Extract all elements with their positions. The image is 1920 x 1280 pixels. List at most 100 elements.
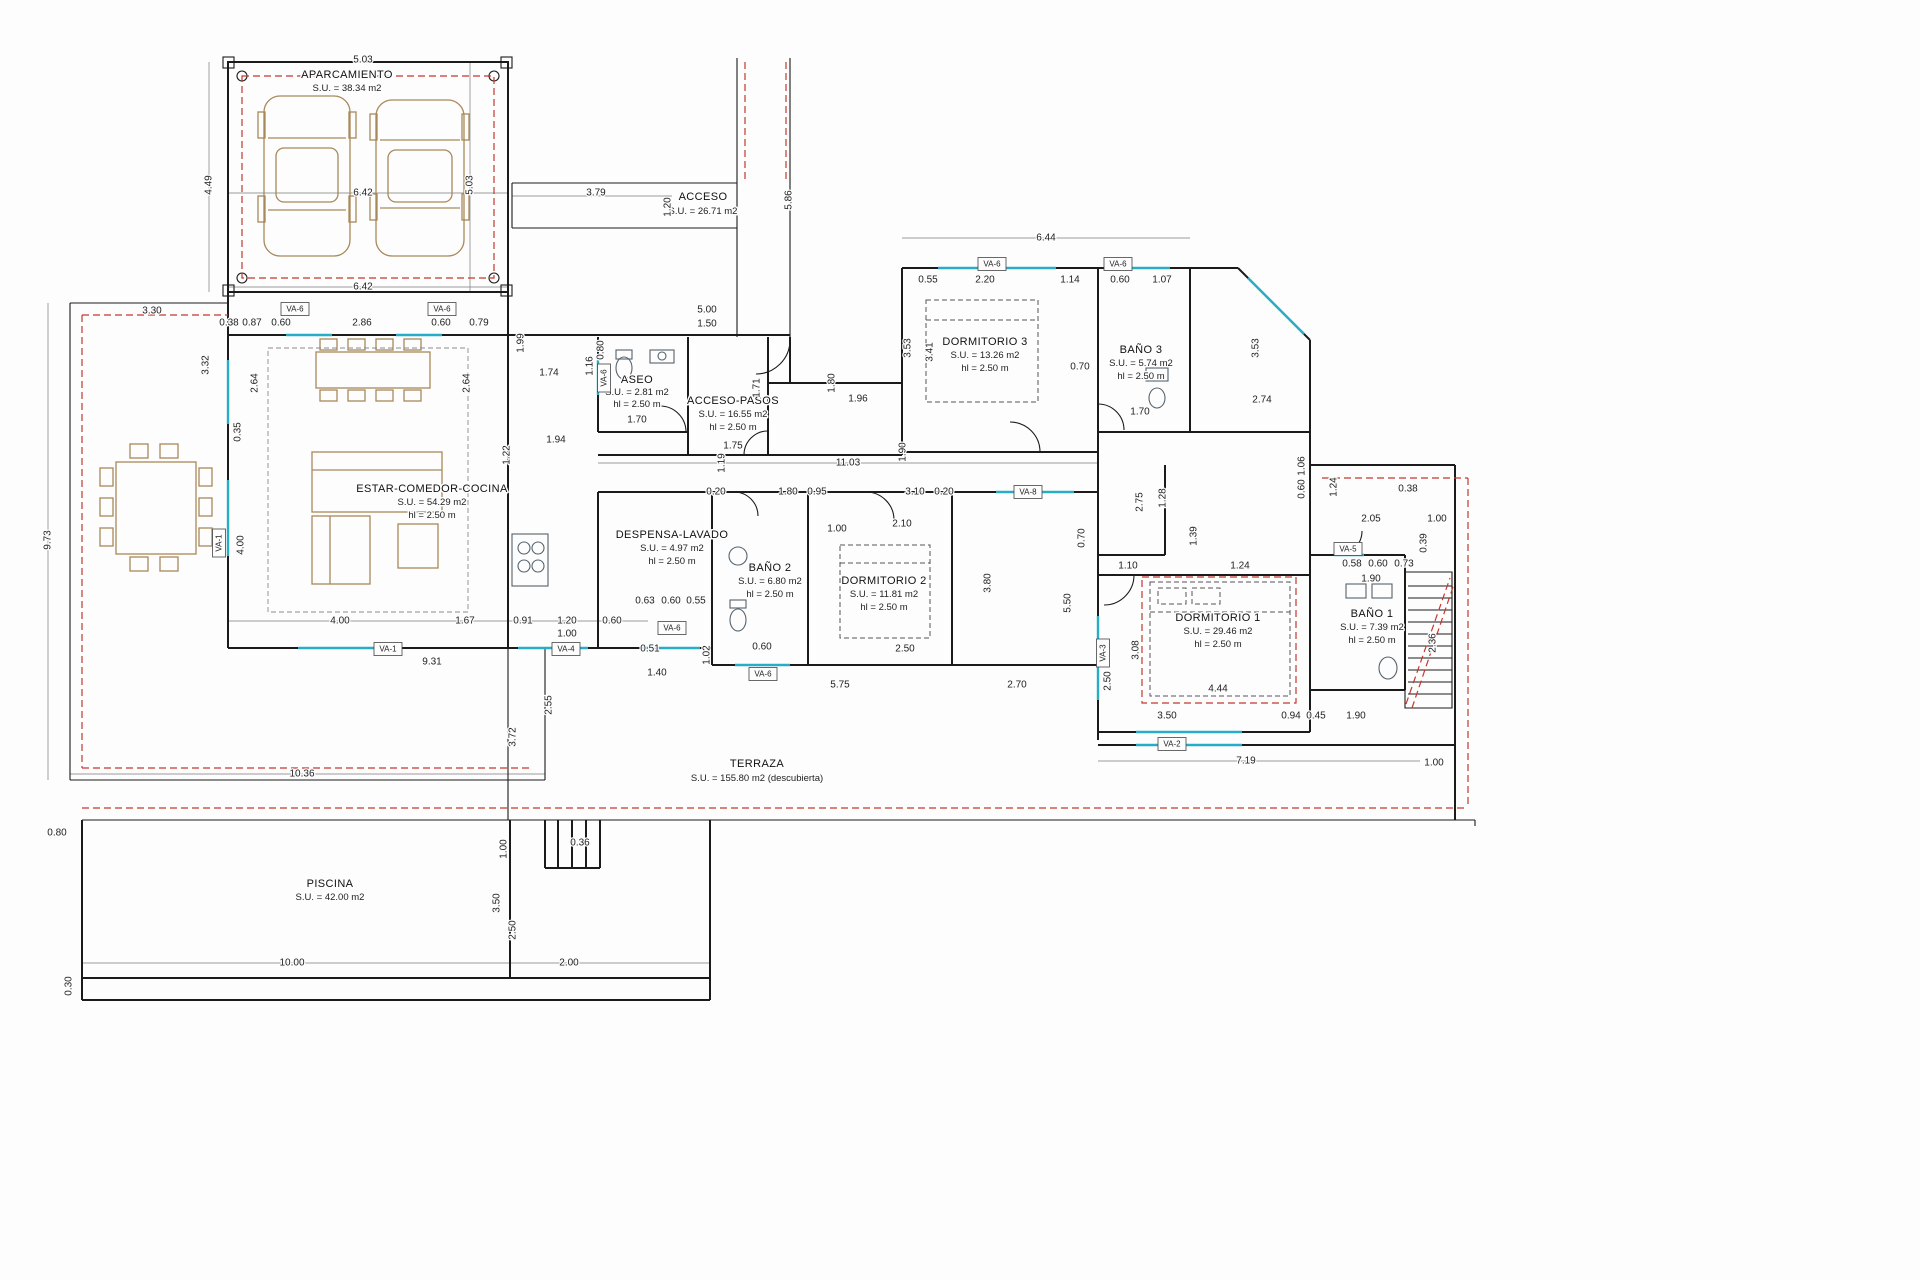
dimension-label: 1.14: [1060, 275, 1080, 286]
room-label-dormitorio1: DORMITORIO 1 S.U. = 29.46 m2 hl = 2.50 m: [1174, 611, 1262, 652]
dimension-label: 6.44: [1036, 233, 1056, 244]
dimension-label: 3.53: [903, 338, 914, 358]
bed-dormitorio2: [839, 544, 931, 639]
dimension-label: 5.03: [465, 175, 476, 195]
room-height: hl = 2.50 m: [408, 510, 455, 521]
dimension-label: 0.70: [1070, 362, 1090, 373]
dimension-label: 3.32: [201, 355, 212, 375]
dimension-label: 1.00: [1427, 514, 1447, 525]
dimension-label: 0.95: [807, 487, 827, 498]
pool: [81, 820, 711, 1001]
room-area: S.U. = 42.00 m2: [296, 892, 365, 903]
va-tag-label: VA-6: [983, 260, 1001, 269]
room-area: S.U. = 54.29 m2: [398, 497, 467, 508]
room-label-bano3: BAÑO 3 S.U. = 5.74 m2 hl = 2.50 m: [1108, 342, 1175, 384]
room-area: S.U. = 155.80 m2 (descubierta): [691, 773, 823, 784]
dimension-label: 0.80: [596, 340, 607, 360]
dimension-label: 2.36: [1428, 633, 1439, 653]
va-tag-label: VA-3: [1099, 644, 1108, 662]
dimension-label: 5.86: [784, 190, 795, 210]
room-name: ACCESO: [679, 191, 728, 203]
dimension-label: 0.60: [431, 318, 451, 329]
dimension-label: 2.74: [1252, 395, 1272, 406]
dimension-label: 1.99: [516, 333, 527, 353]
dimension-label: 1.80: [778, 487, 798, 498]
va-tag-box: [977, 257, 1007, 271]
dimension-label: 3.79: [586, 188, 606, 199]
dimension-label: 3.50: [1157, 711, 1177, 722]
room-name: ASEO: [621, 374, 653, 386]
room-height: hl = 2.50 m: [648, 556, 695, 567]
dimension-label: 0.35: [233, 422, 244, 442]
dimension-label: 1.24: [1230, 561, 1250, 572]
sofa: [311, 451, 443, 585]
dimension-label: 2.64: [462, 373, 473, 393]
room-label-dormitorio2: DORMITORIO 2 S.U. = 11.81 m2 hl = 2.50 m: [840, 574, 928, 615]
va-tag-label: VA-2: [1163, 740, 1181, 749]
room-label-terraza: TERRAZA S.U. = 155.80 m2 (descubierta): [689, 757, 824, 786]
room-height: hl = 2.50 m: [1117, 371, 1164, 382]
dimension-label: 2.20: [975, 275, 995, 286]
dimension-label: 1.70: [1130, 407, 1150, 418]
room-label-bano2: BAÑO 2 S.U. = 6.80 m2 hl = 2.50 m: [737, 560, 804, 602]
room-height: hl = 2.50 m: [961, 363, 1008, 374]
room-height: hl = 2.50 m: [746, 589, 793, 600]
dimension-label: 3.30: [142, 306, 162, 317]
dimension-label: 0.91: [513, 616, 533, 627]
dimension-label: 3.53: [1251, 338, 1262, 358]
bed-dormitorio3: [925, 299, 1039, 403]
va-tag-label: VA-8: [1019, 488, 1037, 497]
dimension-label: 1.00: [1424, 758, 1444, 769]
dimension-label: 6.42: [353, 282, 373, 293]
room-label-acceso-pasos: ACCESO-PASOS S.U. = 16.55 m2 hl = 2.50 m: [685, 394, 780, 435]
dimension-label: 2.10: [892, 519, 912, 530]
bed-dormitorio1: [1149, 581, 1291, 697]
dimension-label: 0.45: [1306, 711, 1326, 722]
room-area: S.U. = 13.26 m2: [951, 350, 1020, 361]
furniture: [99, 95, 470, 585]
va-tag-label: VA-6: [754, 670, 772, 679]
dimension-label: 1.06: [1297, 456, 1308, 476]
sink-icon: [1145, 367, 1169, 382]
dimension-label: 1.16: [585, 356, 596, 376]
dimension-label: 9.31: [422, 657, 442, 668]
dimension-label: 1.90: [1346, 711, 1366, 722]
room-height: hl = 2.50 m: [709, 422, 756, 433]
dimension-label: 1.20: [557, 616, 577, 627]
va-tag-label: VA-6: [433, 305, 451, 314]
dimension-label: 1.19: [717, 453, 728, 473]
dimension-label: 2.50: [895, 644, 915, 655]
room-label-aseo: ASEO S.U. = 2.81 m2 hl = 2.50 m: [604, 373, 671, 412]
dimension-label: 0.38: [1398, 484, 1418, 495]
dimension-label: 1.75: [723, 441, 743, 452]
va-tag-box: [427, 302, 457, 316]
dimension-label: 1.40: [647, 668, 667, 679]
room-name: PISCINA: [307, 878, 354, 890]
dimension-label: 1.96: [848, 394, 868, 405]
sink-icon: [1345, 583, 1393, 599]
dimension-label: 0.20: [706, 487, 726, 498]
dimension-label: 10.36: [289, 769, 314, 780]
room-name: BAÑO 3: [1120, 343, 1163, 356]
kitchen-island: [511, 533, 549, 587]
dimension-label: 1.50: [697, 319, 717, 330]
dimension-label: 1.00: [557, 629, 577, 640]
dining-table: [315, 338, 431, 402]
dimension-label: 2.05: [1361, 514, 1381, 525]
dimension-label: 1.07: [1152, 275, 1172, 286]
dimension-label: 1.67: [455, 616, 475, 627]
house-walls: [227, 267, 1456, 820]
dimension-label: 0.36: [570, 838, 590, 849]
dimension-label: 0.38: [219, 318, 239, 329]
dimension-label: 7.19: [1236, 756, 1256, 767]
dimension-label: 3.41: [925, 342, 936, 362]
dimension-label: 2.86: [352, 318, 372, 329]
dimension-label: 4.00: [236, 535, 247, 555]
room-label-dormitorio3: DORMITORIO 3 S.U. = 13.26 m2 hl = 2.50 m: [941, 335, 1029, 376]
room-area: S.U. = 2.81 m2: [605, 387, 669, 398]
dimension-label: 2.50: [1103, 671, 1114, 691]
dimension-label: 2.70: [1007, 680, 1027, 691]
room-height: hl = 2.50 m: [860, 602, 907, 613]
dimension-label: 1.20: [663, 197, 674, 217]
